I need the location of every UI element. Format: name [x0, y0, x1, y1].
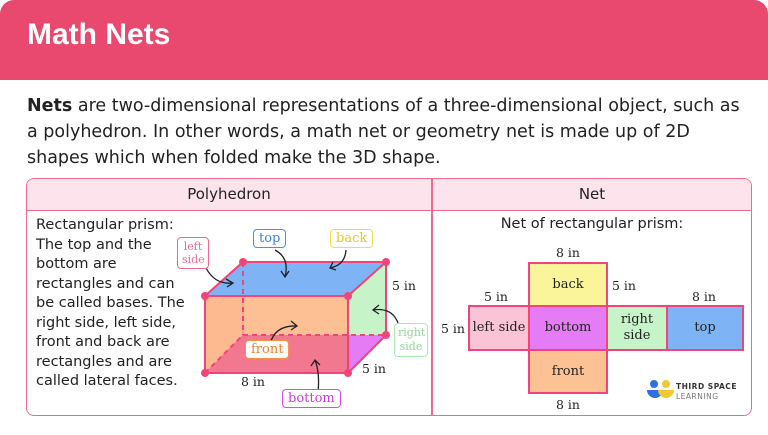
page-title: Math Nets [27, 18, 171, 51]
label-left-side: left side [177, 237, 209, 269]
label-right-side: right side [394, 323, 428, 357]
polyhedron-description: Rectangular prism: The top and the botto… [36, 216, 186, 392]
intro-bold: Nets [27, 96, 73, 116]
net-face-right-side: right side [606, 305, 668, 351]
net-dim-left-height: 5 in [441, 321, 465, 336]
net-face-left-side: left side [468, 305, 530, 351]
net-dim-back-width: 8 in [556, 245, 580, 260]
net-face-back: back [528, 262, 608, 307]
polyhedron-heading: Rectangular prism: [36, 217, 174, 233]
third-space-logo-text: THIRD SPACE LEARNING [676, 382, 737, 402]
logo-line2: LEARNING [676, 392, 719, 401]
net-face-top: top [666, 305, 744, 351]
intro-paragraph: Nets are two-dimensional representations… [27, 93, 747, 171]
net-dim-top-width: 8 in [692, 289, 716, 304]
header-banner [0, 0, 768, 80]
column-header-polyhedron: Polyhedron [187, 185, 271, 203]
logo-line1: THIRD SPACE [676, 382, 737, 391]
label-back: back [330, 229, 374, 248]
net-dim-back-height: 5 in [612, 278, 636, 293]
column-divider [431, 179, 433, 415]
intro-text: are two-dimensional representations of a… [27, 96, 740, 168]
net-face-bottom: bottom [528, 305, 608, 351]
net-heading: Net of rectangular prism: [500, 216, 684, 232]
net-face-front: front [528, 349, 608, 394]
dim-height: 5 in [392, 278, 416, 293]
label-bottom: bottom [282, 389, 341, 408]
comparison-table [26, 178, 752, 416]
net-dim-front-width: 8 in [556, 397, 580, 412]
pointer-arrows [205, 249, 399, 393]
net-dim-left-width: 5 in [484, 289, 508, 304]
third-space-logo-icon [647, 380, 674, 398]
dim-depth: 5 in [362, 361, 386, 376]
dim-length: 8 in [241, 374, 265, 389]
label-front: front [245, 340, 290, 359]
column-header-net: Net [578, 185, 606, 203]
polyhedron-text: The top and the bottom are rectangles an… [36, 236, 185, 390]
table-header-row [27, 179, 751, 211]
label-top: top [253, 229, 287, 248]
